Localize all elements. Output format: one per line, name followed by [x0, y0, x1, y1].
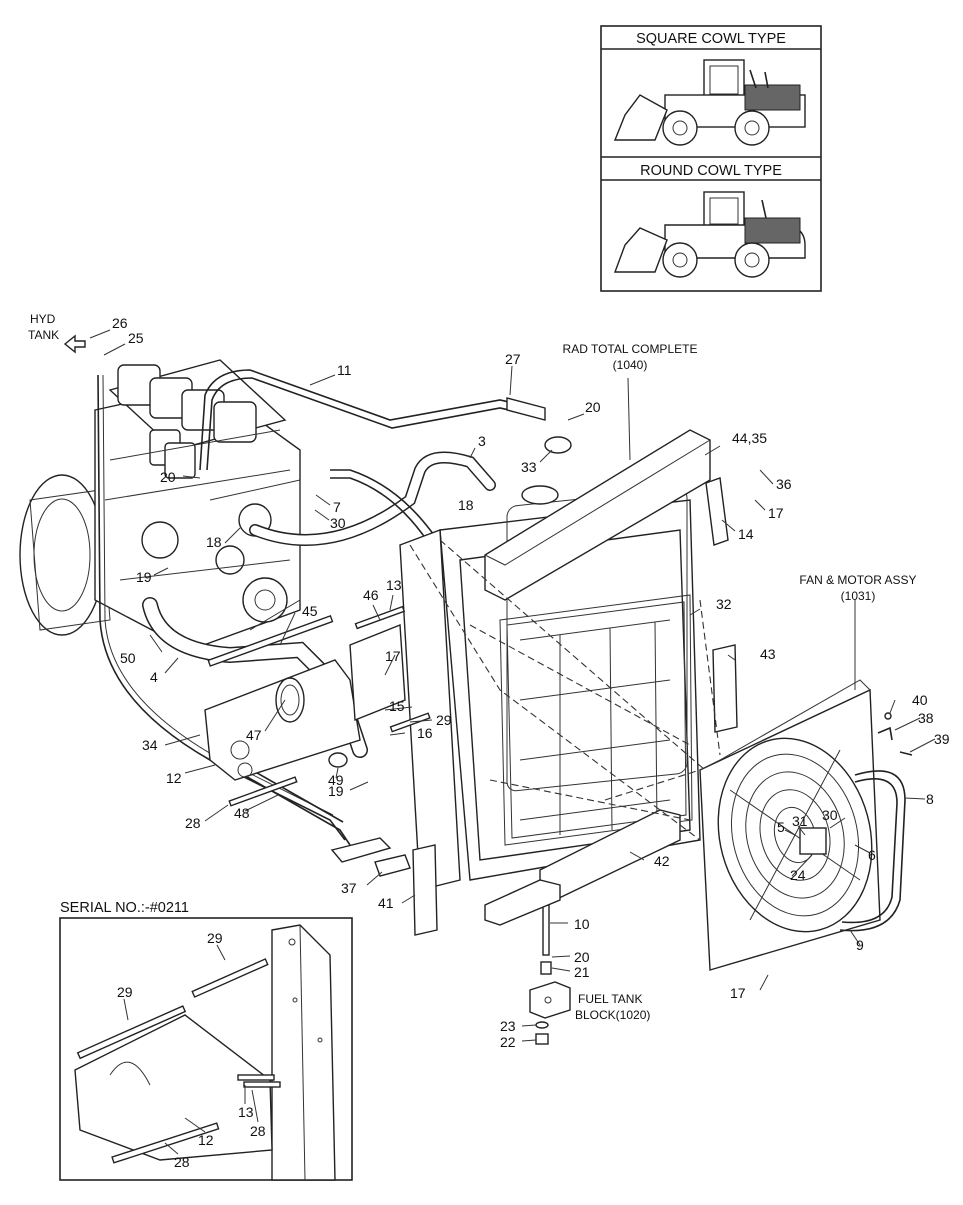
hyd-tank-arrow-icon: [63, 334, 86, 354]
callout-26: 26: [112, 315, 128, 331]
callout-19b: 19: [328, 783, 344, 799]
callout-9: 9: [856, 937, 864, 953]
callouts: 26 25 11 27 20 3 44,35 33 18 20 7 30 36 …: [112, 315, 950, 1170]
radiator-assembly: [399, 429, 711, 926]
callout-37: 37: [341, 880, 357, 896]
callout-43: 43: [760, 646, 776, 662]
callout-28b: 28: [250, 1123, 266, 1139]
hoses-and-pipes: [97, 369, 550, 956]
callout-38: 38: [918, 710, 934, 726]
callout-17b: 17: [385, 648, 401, 664]
cowl-type-panel: SQUARE COWL TYPE ROUND COWL TYPE: [600, 25, 822, 292]
fuel-tank-note-line2: BLOCK(1020): [575, 1008, 650, 1022]
callout-40: 40: [912, 692, 928, 708]
hyd-tank-note-line2: TANK: [28, 328, 59, 342]
callout-12b: 12: [198, 1132, 214, 1148]
callout-48: 48: [234, 805, 250, 821]
callout-28a: 28: [185, 815, 201, 831]
callout-18a: 18: [458, 497, 474, 513]
callout-30b: 30: [822, 807, 838, 823]
callout-30a: 30: [330, 515, 346, 531]
callout-13b: 13: [238, 1104, 254, 1120]
callout-11: 11: [337, 362, 352, 378]
callout-17a: 17: [768, 505, 784, 521]
foam-blocks: [412, 644, 738, 936]
callout-16: 16: [417, 725, 433, 741]
callout-20b: 20: [160, 469, 176, 485]
callout-3: 3: [478, 433, 486, 449]
fuel-tank-block: [529, 961, 571, 1045]
fan-motor-note-line1: FAN & MOTOR ASSY: [799, 573, 916, 587]
callout-18b: 18: [206, 534, 222, 550]
callout-17c: 17: [730, 985, 746, 1001]
fan-motor-note-line2: (1031): [841, 589, 876, 603]
serial-number-note: SERIAL NO.:-#0211: [60, 900, 189, 916]
engine-assembly: [19, 359, 301, 651]
callout-42: 42: [654, 853, 670, 869]
callout-29b: 29: [207, 930, 223, 946]
leader-lines: [89, 329, 936, 1155]
callout-41: 41: [378, 895, 394, 911]
callout-13a: 13: [386, 577, 402, 593]
shroud-panels: [204, 605, 431, 807]
callout-33: 33: [521, 459, 537, 475]
rad-total-note-line2: (1040): [613, 358, 648, 372]
bracket-14: [705, 477, 729, 546]
callout-32: 32: [716, 596, 732, 612]
callout-6: 6: [868, 847, 876, 863]
callout-23: 23: [500, 1018, 516, 1034]
callout-46: 46: [363, 587, 379, 603]
fuel-tank-note-line1: FUEL TANK: [578, 992, 642, 1006]
callout-28c: 28: [174, 1154, 190, 1170]
callout-45: 45: [302, 603, 318, 619]
round-cowl-loader-image: [613, 191, 806, 278]
callout-44-35: 44,35: [732, 430, 767, 446]
callout-29a: 29: [436, 712, 452, 728]
round-cowl-title: ROUND COWL TYPE: [640, 163, 782, 179]
callout-25: 25: [128, 330, 144, 346]
callout-34: 34: [142, 737, 158, 753]
rad-total-note-line1: RAD TOTAL COMPLETE: [563, 342, 698, 356]
callout-24: 24: [790, 867, 806, 883]
callout-21: 21: [574, 964, 590, 980]
callout-22: 22: [500, 1034, 516, 1050]
callout-27: 27: [505, 351, 521, 367]
square-cowl-loader-image: [613, 59, 806, 146]
callout-14: 14: [738, 526, 754, 542]
dashed-guide-lines: [409, 539, 721, 841]
callout-29c: 29: [117, 984, 133, 1000]
callout-7: 7: [333, 499, 341, 515]
callout-36: 36: [776, 476, 792, 492]
callout-49: 49: [328, 772, 344, 788]
serial-inset: [59, 917, 353, 1181]
callout-20a: 20: [585, 399, 601, 415]
callout-19a: 19: [136, 569, 152, 585]
callout-8: 8: [926, 791, 934, 807]
bracket-37: [330, 837, 392, 863]
callout-4: 4: [150, 669, 158, 685]
callout-15: 15: [389, 698, 405, 714]
callout-31: 31: [792, 813, 808, 829]
notes: HYD TANK RAD TOTAL COMPLETE (1040) FAN &…: [28, 312, 917, 1022]
callout-20c: 20: [574, 949, 590, 965]
callout-10: 10: [574, 916, 590, 932]
hyd-tank-note-line1: HYD: [30, 312, 56, 326]
callout-39: 39: [934, 731, 950, 747]
callout-47: 47: [246, 727, 262, 743]
square-cowl-title: SQUARE COWL TYPE: [636, 31, 786, 47]
callout-12a: 12: [166, 770, 182, 786]
callout-5: 5: [777, 819, 785, 835]
callout-50: 50: [120, 650, 136, 666]
